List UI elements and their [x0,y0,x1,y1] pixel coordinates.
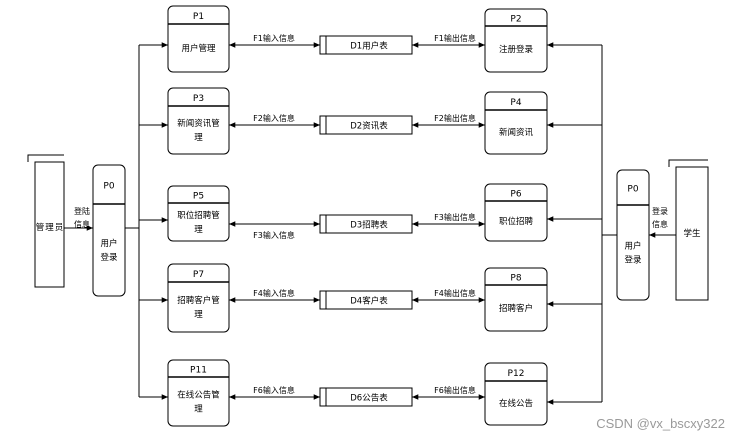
process-p12-label-0: 在线公告 [499,398,533,409]
input-flow-label-3: F3输入信息 [253,230,295,240]
process-p2-label-0: 注册登录 [499,44,534,55]
left-login-process-id: P0 [103,182,114,192]
process-p1-id: P1 [193,12,204,22]
admin-entity-shadow [27,154,64,162]
process-p3-id: P3 [193,94,204,104]
right-login-flow-label-1: 信息 [652,219,668,229]
process-p5 [167,185,230,242]
store-3-label: D3招聘表 [350,220,388,231]
process-p12 [484,362,548,426]
process-p8-label-0: 招聘客户 [499,303,533,314]
process-p7-label-1: 理 [194,310,203,320]
store-4-label: D4客户表 [350,296,388,307]
process-p7 [167,263,230,333]
left-login-process-label-0: 用户 [100,238,117,249]
right-login-process [616,169,650,301]
right-login-flow-label-0: 登录 [652,206,668,216]
process-p8 [484,267,548,332]
process-p2-id: P2 [510,15,521,25]
store-2 [319,115,413,135]
right-login-process-label-1: 登录 [624,255,642,266]
process-p11-label-1: 理 [194,405,203,415]
process-p4 [484,91,548,155]
store-1 [319,35,413,55]
input-flow-label-5: F6输入信息 [253,385,295,395]
process-p4-label-0: 新闻资讯 [499,127,534,138]
left-login-process [92,164,126,297]
output-flow-label-3: F3输出信息 [434,212,476,222]
process-p1 [167,5,230,73]
process-p11-id: P11 [190,366,207,376]
process-p12-id: P12 [508,369,525,379]
admin-entity [34,161,65,288]
process-p8-id: P8 [510,274,521,284]
process-p3-label-0: 新闻资讯管 [177,118,220,129]
output-flow-label-5: F6输出信息 [434,385,476,395]
process-p5-label-0: 职位招聘管 [177,210,220,221]
left-login-process-label-1: 登录 [100,252,118,263]
process-p5-id: P5 [193,192,204,202]
store-2-label: D2资讯表 [350,121,388,132]
input-flow-label-1: F1输入信息 [253,33,295,43]
student-entity-label: 学生 [683,228,701,239]
process-p3-label-1: 理 [194,133,203,143]
process-p4-id: P4 [510,98,521,108]
output-flow-label-1: F1输出信息 [434,33,476,43]
left-login-flow-label-1: 信息 [74,219,90,229]
output-flow-label-2: F2输出信息 [434,113,476,123]
process-p7-label-0: 招聘客户管 [177,295,220,306]
left-login-flow-label-0: 登陆 [74,206,90,216]
store-3 [319,214,413,234]
process-p3 [167,87,230,155]
student-entity [675,166,709,301]
process-p6-id: P6 [510,190,521,200]
output-flow-label-4: F4输出信息 [434,288,476,298]
right-login-process-id: P0 [627,185,638,195]
process-p7-id: P7 [193,270,204,280]
process-p2 [484,8,548,73]
input-flow-label-4: F4输入信息 [253,288,295,298]
watermark-text: CSDN @vx_bscxy322 [596,416,725,431]
student-entity-shadow [668,159,708,167]
process-p6 [484,183,548,242]
store-5-label: D6公告表 [350,393,388,404]
process-p1-label-0: 用户管理 [181,43,216,54]
input-flow-label-2: F2输入信息 [253,113,295,123]
store-1-label: D1用户表 [350,41,388,52]
store-4 [319,290,413,310]
process-p6-label-0: 职位招聘 [499,216,534,227]
admin-entity-label: 管理员 [36,222,65,233]
right-login-process-label-0: 用户 [624,241,641,252]
store-5 [319,387,413,407]
process-p11-label-0: 在线公告管 [177,390,220,401]
process-p5-label-1: 理 [194,225,203,235]
